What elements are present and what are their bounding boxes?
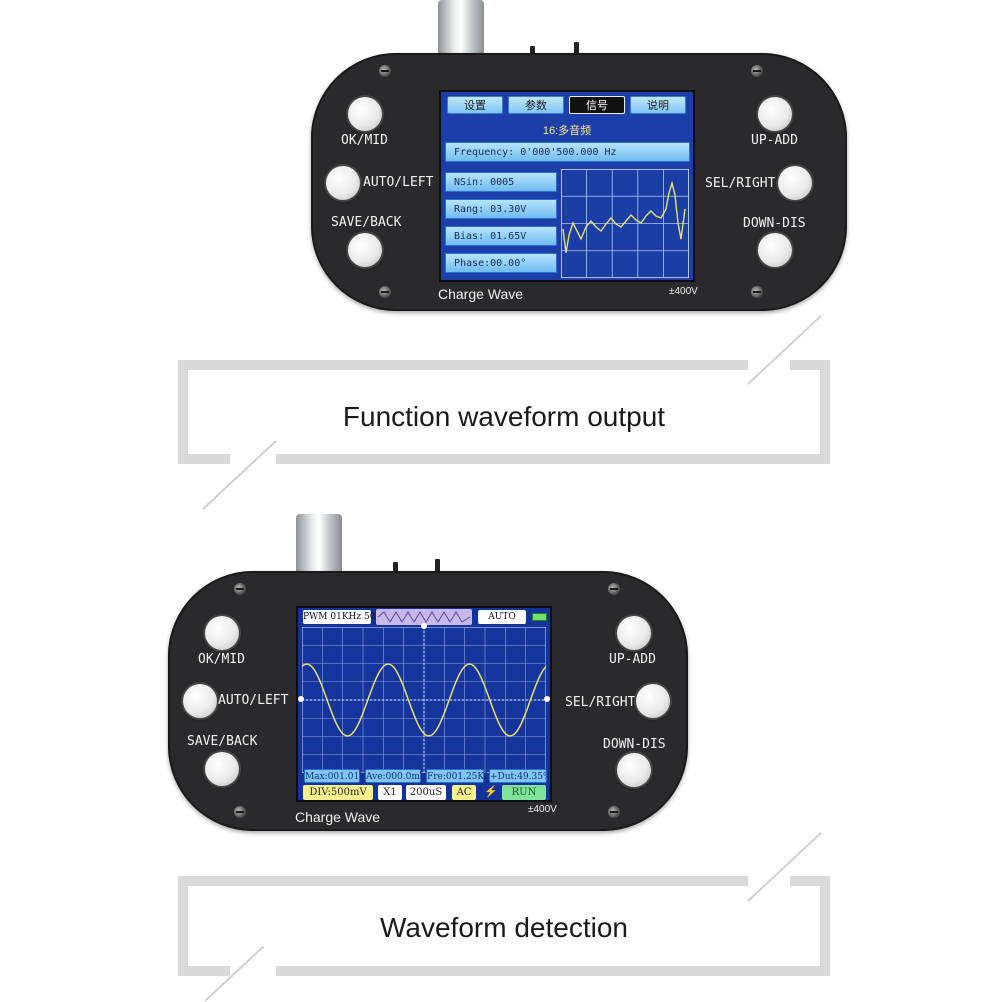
switch-bottom-1[interactable] [393, 562, 398, 576]
screw-icon [751, 286, 763, 298]
frequency-field[interactable]: Frequency: 0'000'500.000 Hz [445, 142, 690, 162]
ok-mid-label: OK/MID [198, 652, 245, 667]
trace-line [562, 180, 686, 254]
auto-left-button[interactable] [183, 684, 217, 718]
auto-left-label: AUTO/LEFT [363, 175, 434, 190]
up-add-label: UP-ADD [751, 133, 798, 148]
tab-params[interactable]: 参数 [508, 96, 564, 114]
tab-signal[interactable]: 信号 [569, 96, 625, 114]
save-back-label: SAVE/BACK [187, 734, 258, 749]
auto-left-button[interactable] [326, 166, 360, 200]
battery-icon [532, 613, 547, 621]
banner-top-text: Function waveform output [342, 401, 666, 432]
coupling-chip[interactable]: AC [452, 785, 476, 800]
switch-top-2[interactable] [574, 42, 579, 56]
screen-bottom: PWM 01KHz 50% AUTO Max:001.01V Ave:000.0… [296, 606, 552, 802]
sel-right-label: SEL/RIGHT [565, 695, 636, 710]
nsin-field[interactable]: NSin: 0005 [445, 172, 557, 192]
screw-icon [608, 583, 620, 595]
scope-grid [302, 627, 546, 773]
down-dis-label: DOWN-DIS [743, 216, 806, 231]
up-add-label: UP-ADD [609, 652, 656, 667]
voltage-label: ±400V [528, 804, 557, 815]
screw-icon [379, 65, 391, 77]
down-dis-button[interactable] [758, 233, 792, 267]
device-top: OK/MID AUTO/LEFT SAVE/BACK UP-ADD SEL/RI… [311, 53, 847, 311]
bias-field[interactable]: Bias: 01.65V [445, 226, 557, 246]
screw-icon [234, 806, 246, 818]
probe-rod-top [438, 0, 484, 56]
waveform-preview [561, 169, 689, 278]
sel-right-label: SEL/RIGHT [705, 176, 776, 191]
tab-help[interactable]: 说明 [630, 96, 686, 114]
tab-settings[interactable]: 设置 [447, 96, 503, 114]
banner-top: Function waveform output [178, 360, 830, 464]
fre-readout: Fre:001.25KHz [426, 769, 497, 783]
save-back-button[interactable] [348, 233, 382, 267]
probe-rod-bottom [296, 514, 342, 574]
banner-bottom-text: Waveform detection [380, 912, 628, 943]
duty-readout: +Dut:49.35% [489, 769, 550, 783]
phase-field[interactable]: Phase:00.00° [445, 253, 557, 273]
switch-bottom-2[interactable] [435, 559, 440, 573]
trigger-edge-icon: ⚡ [484, 786, 498, 798]
trace-line [302, 663, 546, 737]
trigger-marker-right [544, 696, 550, 702]
timebase-chip[interactable]: 200uS [406, 785, 446, 800]
save-back-label: SAVE/BACK [331, 215, 402, 230]
up-add-button[interactable] [617, 616, 651, 650]
brand-label: Charge Wave [438, 286, 524, 302]
ok-mid-label: OK/MID [341, 133, 388, 148]
device-bottom: OK/MID AUTO/LEFT SAVE/BACK UP-ADD SEL/RI… [168, 571, 688, 831]
trigger-marker-left [298, 696, 304, 702]
banner-bottom: Waveform detection [178, 876, 830, 976]
ok-mid-button[interactable] [205, 616, 239, 650]
auto-mode-chip[interactable]: AUTO [478, 610, 526, 624]
save-back-button[interactable] [205, 752, 239, 786]
screen-top: 设置 参数 信号 说明 16:多音频 Frequency: 0'000'500.… [439, 90, 695, 282]
probe-chip[interactable]: X1 [378, 785, 402, 800]
max-readout: Max:001.01V [304, 769, 366, 783]
screw-icon [234, 583, 246, 595]
ave-readout: Ave:000.0mV [365, 769, 426, 783]
pwm-chip[interactable]: PWM 01KHz 50% [303, 610, 385, 624]
ok-mid-button[interactable] [348, 97, 382, 131]
brand-label: Charge Wave [295, 809, 381, 825]
signal-title: 16:多音频 [542, 125, 592, 137]
screw-icon [751, 65, 763, 77]
auto-left-label: AUTO/LEFT [218, 693, 289, 708]
screw-icon [608, 806, 620, 818]
div-chip[interactable]: DIV:500mV [303, 785, 373, 800]
rang-field[interactable]: Rang: 03.30V [445, 199, 557, 219]
screw-icon [379, 286, 391, 298]
trigger-marker-top [421, 623, 427, 629]
sel-right-button[interactable] [636, 684, 670, 718]
voltage-label: ±400V [669, 286, 698, 297]
up-add-button[interactable] [758, 97, 792, 131]
sel-right-button[interactable] [778, 166, 812, 200]
down-dis-button[interactable] [617, 753, 651, 787]
run-chip[interactable]: RUN [502, 785, 546, 800]
down-dis-label: DOWN-DIS [603, 737, 666, 752]
waveform-overview [376, 609, 472, 625]
